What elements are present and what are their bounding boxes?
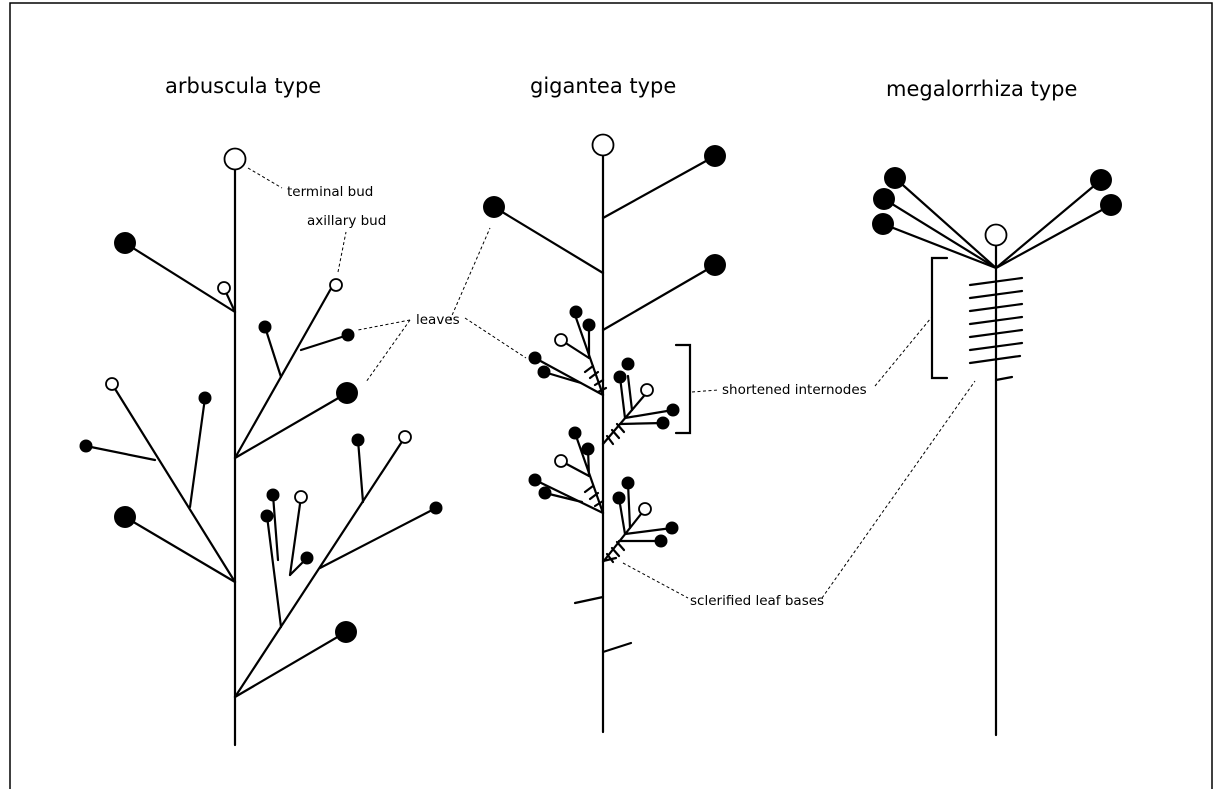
leader-axillary-bud bbox=[337, 231, 347, 273]
leaf bbox=[568, 426, 582, 440]
figure-border bbox=[9, 2, 1213, 793]
axillary-bud bbox=[329, 278, 343, 292]
axillary-bud bbox=[294, 490, 308, 504]
leaf bbox=[336, 382, 358, 404]
axillary-bud bbox=[640, 383, 654, 397]
bracket-gigantea-internodes bbox=[674, 343, 692, 435]
terminal-bud bbox=[984, 223, 1008, 247]
leaf bbox=[258, 320, 272, 334]
axillary-bud bbox=[105, 377, 119, 391]
terminal-bud bbox=[591, 133, 615, 157]
leader-leaves-d bbox=[464, 317, 527, 359]
leaf bbox=[260, 509, 274, 523]
axillary-bud bbox=[554, 454, 568, 468]
leaf bbox=[79, 439, 93, 453]
axillary-bud bbox=[398, 430, 412, 444]
leaf bbox=[528, 351, 542, 365]
leaf bbox=[335, 621, 357, 643]
leaf bbox=[704, 254, 726, 276]
leaf bbox=[873, 188, 895, 210]
title-arbuscula: arbuscula type bbox=[165, 74, 321, 98]
leaf bbox=[582, 318, 596, 332]
leader-sclerified-b bbox=[821, 380, 976, 599]
leader-sclerified-a bbox=[622, 562, 689, 599]
leaf bbox=[198, 391, 212, 405]
leaf-dots bbox=[79, 145, 1122, 643]
leaf bbox=[621, 476, 635, 490]
leaf bbox=[528, 473, 542, 487]
leader-shortened-internodes-b bbox=[874, 317, 932, 387]
leaf bbox=[665, 521, 679, 535]
leaf bbox=[341, 328, 355, 342]
leaf bbox=[1090, 169, 1112, 191]
leaf bbox=[656, 416, 670, 430]
leader-shortened-internodes-a bbox=[691, 389, 719, 393]
leaf bbox=[872, 213, 894, 235]
title-megalorrhiza: megalorrhiza type bbox=[886, 77, 1077, 101]
bracket-megalorrhiza-internodes bbox=[930, 256, 949, 380]
leaf bbox=[300, 551, 314, 565]
leaf bbox=[704, 145, 726, 167]
leaf bbox=[114, 232, 136, 254]
terminal-bud bbox=[223, 147, 247, 171]
axillary-bud bbox=[217, 281, 231, 295]
label-terminal-bud: terminal bud bbox=[287, 184, 373, 200]
arbuscula-plant bbox=[84, 168, 438, 747]
label-sclerified-leaf-bases: sclerified leaf bases bbox=[690, 593, 824, 609]
leaf bbox=[1100, 194, 1122, 216]
leaf bbox=[569, 305, 583, 319]
leaf bbox=[884, 167, 906, 189]
gigantea-plant bbox=[492, 153, 717, 734]
leaf bbox=[613, 370, 627, 384]
leaf bbox=[266, 488, 280, 502]
leaf bbox=[114, 506, 136, 528]
megalorrhiza-plant bbox=[881, 176, 1113, 737]
leaf bbox=[538, 486, 552, 500]
leaf bbox=[429, 501, 443, 515]
leaf bbox=[351, 433, 365, 447]
leader-leaves-c bbox=[449, 227, 491, 321]
leaf bbox=[654, 534, 668, 548]
leader-leaves-a bbox=[357, 319, 411, 331]
label-axillary-bud: axillary bud bbox=[307, 213, 386, 229]
axillary-bud bbox=[638, 502, 652, 516]
leader-leaves-b bbox=[365, 319, 411, 383]
leaf bbox=[621, 357, 635, 371]
bud-circles bbox=[105, 133, 1008, 516]
leaf bbox=[537, 365, 551, 379]
title-gigantea: gigantea type bbox=[530, 74, 676, 98]
axillary-bud bbox=[554, 333, 568, 347]
leaf bbox=[612, 491, 626, 505]
leaf bbox=[666, 403, 680, 417]
label-leaves: leaves bbox=[416, 312, 460, 328]
leaf bbox=[483, 196, 505, 218]
leaf bbox=[581, 442, 595, 456]
label-shortened-internodes: shortened internodes bbox=[722, 382, 867, 398]
leader-terminal-bud bbox=[247, 167, 283, 189]
